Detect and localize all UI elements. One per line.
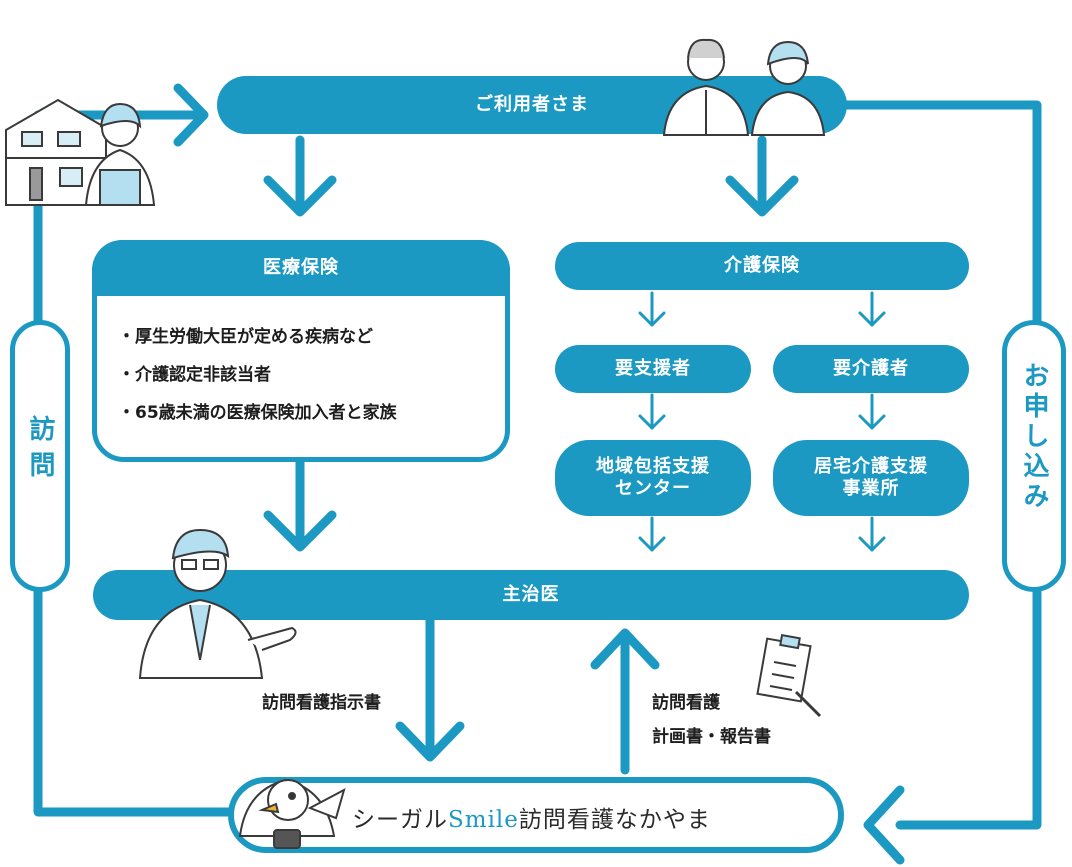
list-item: 65歳未満の医療保険加入者と家族 bbox=[118, 394, 397, 432]
user-label: ご利用者さま bbox=[475, 93, 589, 115]
station-name: シーガルSmile訪問看護なかやま bbox=[352, 800, 711, 834]
station-suffix: 訪問看護なかやま bbox=[518, 807, 711, 833]
medical-label: 医療保険 bbox=[263, 256, 339, 278]
instruction-doc-label: 訪問看護指示書 bbox=[262, 693, 381, 713]
doctor-label: 主治医 bbox=[502, 583, 560, 605]
list-item: 厚生労働大臣が定める疾病など bbox=[118, 318, 397, 356]
station-smile: Smile bbox=[448, 807, 519, 833]
apply-side-label bbox=[1002, 320, 1066, 592]
visit-text: 訪問 bbox=[25, 415, 55, 487]
medical-header: 医療保険 bbox=[92, 240, 510, 296]
support-needed-pill: 要支援者 bbox=[555, 345, 751, 393]
community-center-pill: 地域包括支援 センター bbox=[555, 440, 751, 516]
medical-conditions-list: 厚生労働大臣が定める疾病など 介護認定非該当者 65歳未満の医療保険加入者と家族 bbox=[118, 318, 397, 432]
visit-side-label bbox=[10, 320, 70, 592]
apply-text: お申し込み bbox=[1019, 362, 1049, 512]
care-office-label: 居宅介護支援 事業所 bbox=[814, 455, 928, 500]
care-needed-pill: 要介護者 bbox=[773, 345, 969, 393]
care-insurance-pill: 介護保険 bbox=[555, 242, 969, 290]
station-prefix: シーガル bbox=[352, 807, 448, 833]
doctor-pill: 主治医 bbox=[93, 570, 969, 620]
community-center-label: 地域包括支援 センター bbox=[596, 455, 710, 500]
user-pill: ご利用者さま bbox=[217, 76, 847, 134]
care-office-pill: 居宅介護支援 事業所 bbox=[773, 440, 969, 516]
support-label: 要支援者 bbox=[615, 357, 691, 379]
care-need-label: 要介護者 bbox=[833, 357, 909, 379]
care-label: 介護保険 bbox=[724, 254, 800, 276]
plan-report-doc-label: 訪問看護 計画書・報告書 bbox=[652, 693, 771, 747]
list-item: 介護認定非該当者 bbox=[118, 356, 397, 394]
